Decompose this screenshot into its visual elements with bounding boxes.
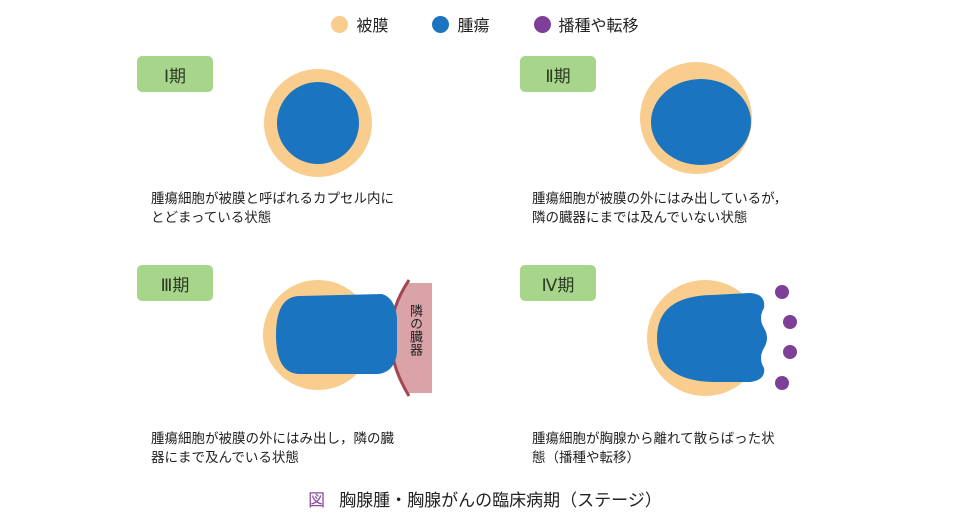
legend-label-capsule: 被膜 xyxy=(356,16,389,35)
stage-1-badge: Ⅰ期 xyxy=(137,56,213,92)
legend: 被膜 腫瘍 播種や転移 xyxy=(0,12,970,36)
legend-item-tumor: 腫瘍 xyxy=(432,12,490,36)
figure-caption: 図胸腺腫・胸腺がんの臨床病期（ステージ） xyxy=(0,486,970,511)
stage-2-badge: Ⅱ期 xyxy=(520,56,596,92)
legend-item-capsule: 被膜 xyxy=(331,12,388,36)
stage-1-tumor xyxy=(277,82,359,164)
stage-3-badge: Ⅲ期 xyxy=(137,265,213,301)
metastasis-dot-1 xyxy=(775,285,789,299)
stage-4-tumor xyxy=(657,293,767,382)
stage-3-organ xyxy=(389,283,432,393)
stage-4-description: 腫瘍細胞が胸腺から離れて散らばった状 態（播種や転移） xyxy=(532,431,775,466)
figure-title: 胸腺腫・胸腺がんの臨床病期（ステージ） xyxy=(339,491,662,511)
legend-label-tumor: 腫瘍 xyxy=(457,16,490,35)
stage-3-tumor xyxy=(276,294,397,374)
legend-item-metastasis: 播種や転移 xyxy=(533,12,639,36)
legend-label-metastasis: 播種や転移 xyxy=(558,16,639,35)
stage-4-badge: Ⅳ期 xyxy=(520,265,596,301)
capsule-swatch-icon xyxy=(331,15,349,33)
stage-3-illustration xyxy=(263,279,432,397)
figure-label: 図 xyxy=(308,491,326,511)
stage-3-description: 腫瘍細胞が被膜の外にはみ出し，隣の臓 器にまで及んでいる状態 xyxy=(151,431,394,466)
metastasis-dot-3 xyxy=(783,345,797,359)
adjacent-organ-label: 隣の臓器 xyxy=(407,304,422,356)
stage-4-illustration xyxy=(647,280,797,396)
stage-1-description: 腫瘍細胞が被膜と呼ばれるカプセル内に とどまっている状態 xyxy=(151,191,394,226)
metastasis-dot-2 xyxy=(783,315,797,329)
stage-1-illustration xyxy=(264,69,372,177)
stage-2-description: 腫瘍細胞が被膜の外にはみ出しているが， 隣の臓器にまでは及んでいない状態 xyxy=(532,191,788,226)
metastasis-swatch-icon xyxy=(533,15,551,33)
stage-2-tumor xyxy=(651,79,751,165)
tumor-swatch-icon xyxy=(432,15,450,33)
stage-2-illustration xyxy=(640,62,752,174)
metastasis-dot-4 xyxy=(775,376,789,390)
